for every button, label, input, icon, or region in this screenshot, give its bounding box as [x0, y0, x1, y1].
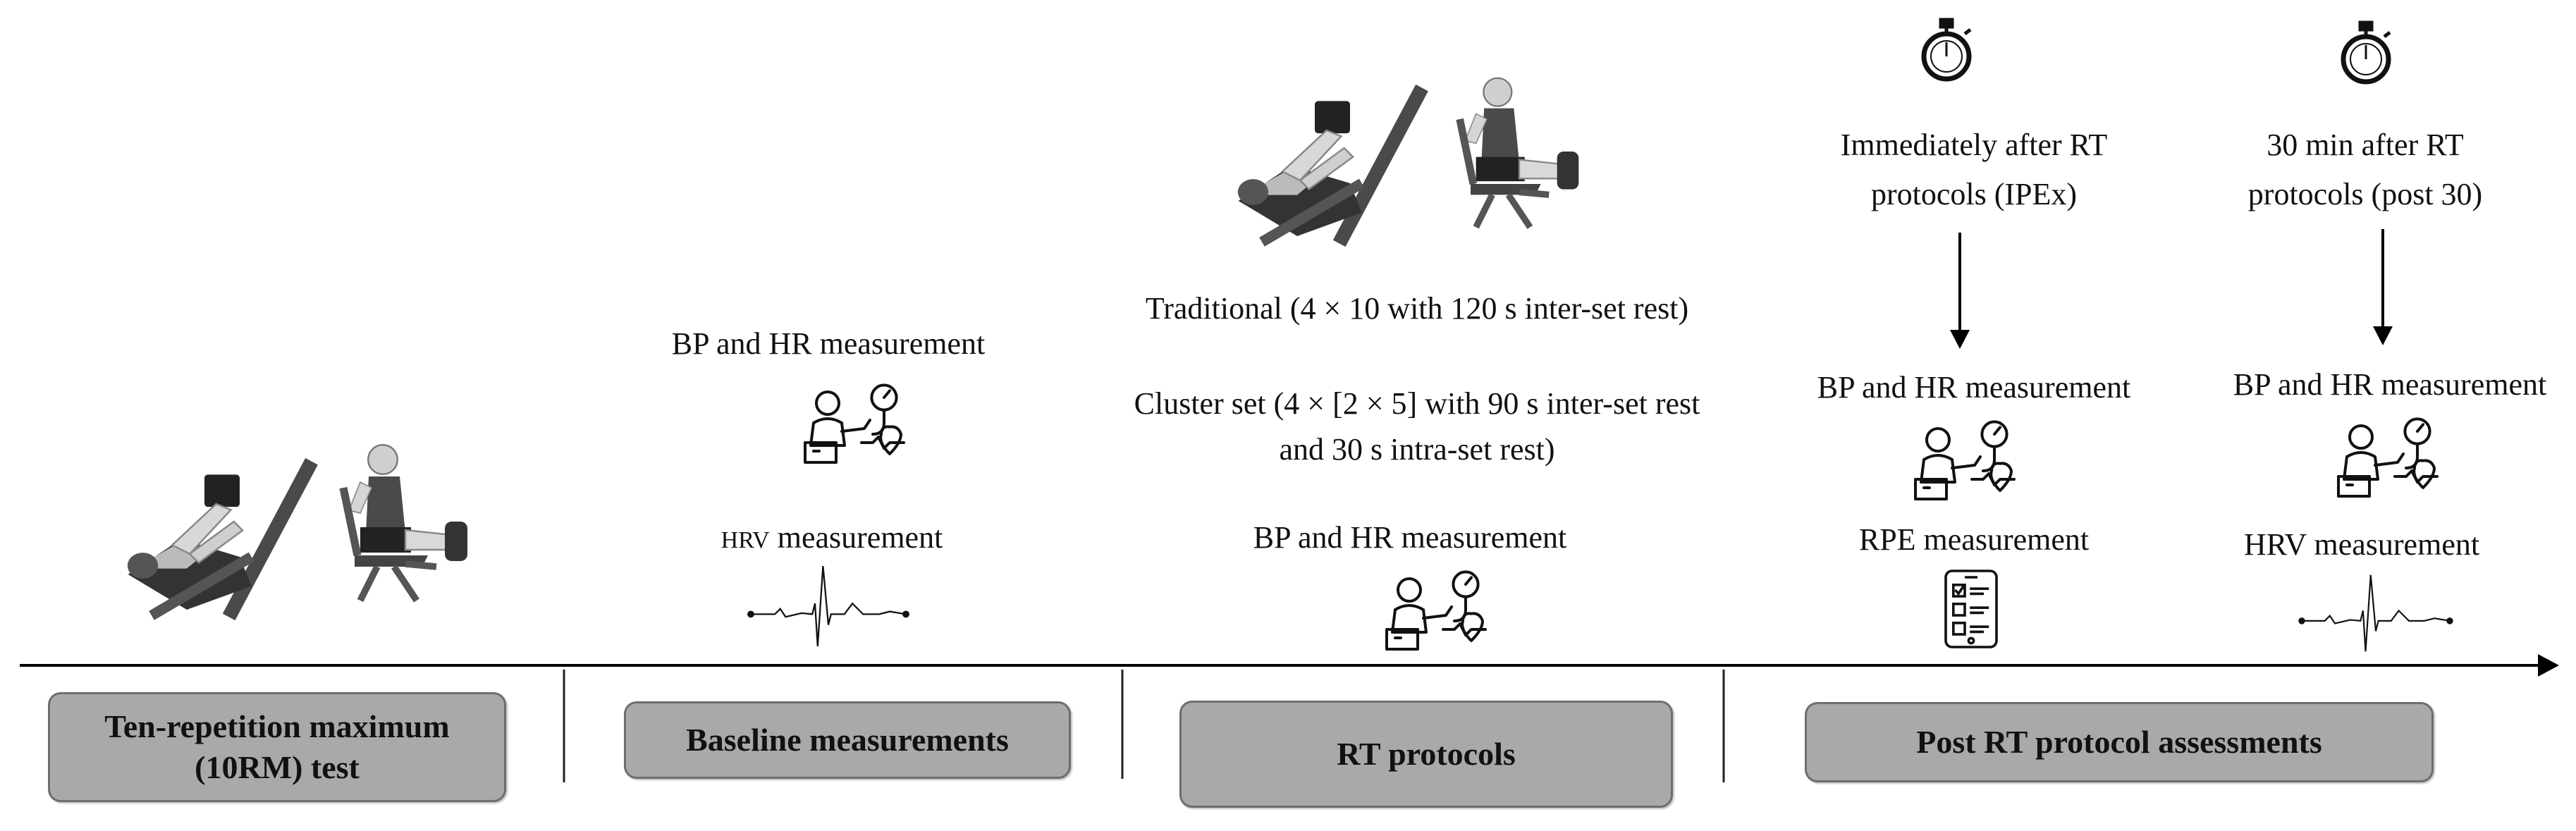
- phase-label-rt: RT protocols: [1337, 736, 1516, 772]
- leg-press-machine-icon: [113, 451, 296, 627]
- stopwatch-icon: [1921, 20, 1972, 83]
- rpe-label: RPE measurement: [1858, 522, 2090, 557]
- ipex-arrow: [1950, 233, 1970, 349]
- ecg-trace-icon: [2298, 574, 2453, 653]
- bp-monitor-icon: [1914, 420, 2016, 500]
- rpe-scale-icon: [1944, 570, 1998, 648]
- bp-monitor-icon: [804, 383, 905, 464]
- phase-label-10rm: Ten-repetition maximum (10RM) test: [104, 708, 450, 785]
- leg-press-machine-icon: [1227, 78, 1403, 254]
- baseline-bp-hr-label: BP and HR measurement: [671, 326, 986, 361]
- rt-traditional-label: Traditional (4 × 10 with 120 s inter-set…: [1145, 291, 1689, 326]
- phase-label-post: Post RT protocol assessments: [1916, 724, 2322, 760]
- rt-cluster-line2: and 30 s intra-set rest): [1279, 432, 1555, 467]
- rt-cluster-line1: Cluster set (4 × [2 × 5] with 90 s inter…: [1134, 386, 1700, 421]
- rt-bp-hr-label: BP and HR measurement: [1253, 520, 1567, 555]
- leg-extension-machine-icon: [321, 437, 490, 606]
- post30-arrow: [2373, 229, 2393, 345]
- baseline-hrv-label: HRV measurement: [663, 518, 1001, 560]
- ipex-line2: protocols (IPEx): [1870, 177, 2078, 211]
- ecg-trace-icon: [747, 565, 909, 648]
- phase-box-post: Post RT protocol assessments: [1805, 702, 2434, 782]
- baseline-hrv-prefix: HRV: [720, 527, 770, 553]
- ipex-bp-hr-label: BP and HR measurement: [1817, 370, 2131, 405]
- stopwatch-icon: [2341, 23, 2391, 86]
- phase-box-rt: RT protocols: [1179, 701, 1673, 808]
- phase-box-10rm: Ten-repetition maximum (10RM) test: [48, 692, 506, 802]
- post30-line1: 30 min after RT: [2267, 128, 2464, 162]
- baseline-hrv-suffix: measurement: [777, 520, 943, 555]
- post30-line2: protocols (post 30): [2247, 177, 2483, 211]
- phase-label-baseline: Baseline measurements: [686, 722, 1009, 758]
- bp-monitor-icon: [1385, 570, 1487, 651]
- bp-monitor-icon: [2337, 417, 2439, 498]
- leg-extension-machine-icon: [1438, 70, 1600, 233]
- post30-hrv-label: HRV measurement: [2243, 527, 2480, 562]
- ipex-line1: Immediately after RT: [1840, 128, 2108, 162]
- post30-bp-hr-label: BP and HR measurement: [2233, 367, 2547, 402]
- phase-box-baseline: Baseline measurements: [624, 701, 1071, 779]
